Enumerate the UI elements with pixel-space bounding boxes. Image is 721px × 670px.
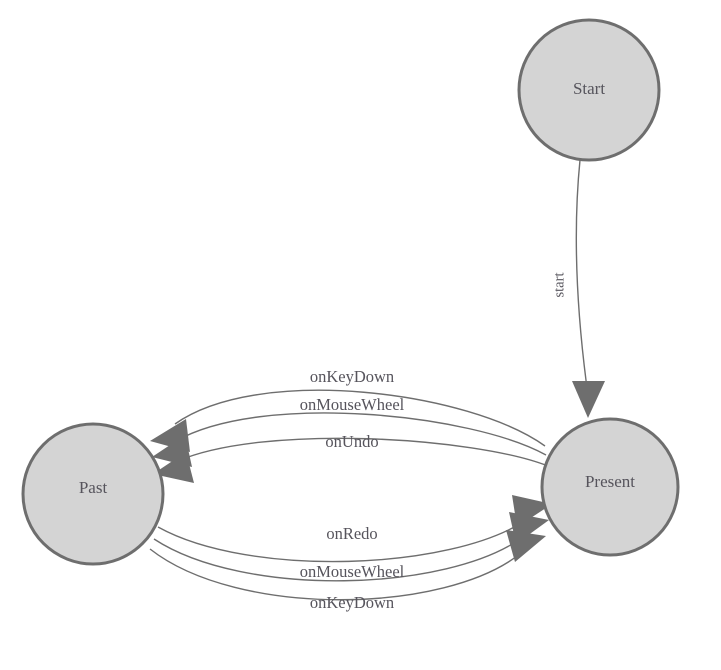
edge-start-to-present-label: start	[551, 273, 567, 298]
edge-past-to-present-onkeydown[interactable]: onKeyDown	[149, 530, 546, 612]
edge-past-to-present-onredo-path	[157, 519, 527, 563]
edge-past-to-present-onredo-label: onRedo	[326, 524, 377, 543]
edge-start-to-present[interactable]: start	[551, 159, 605, 418]
edge-past-to-present-onkeydown-arrowhead	[506, 530, 546, 562]
edge-past-to-present-onkeydown-path	[149, 548, 522, 601]
edge-past-to-present-onmousewheel-path	[153, 536, 524, 582]
edge-present-to-past-onkeydown[interactable]: onKeyDown	[150, 367, 546, 452]
edge-present-to-past-onundo-path	[177, 437, 549, 467]
edge-present-to-past-onmousewheel-label: onMouseWheel	[300, 395, 405, 414]
edge-present-to-past-onundo-arrowhead	[153, 452, 194, 483]
edge-present-to-past-onkeydown-label: onKeyDown	[310, 367, 394, 386]
edge-present-to-past-onkeydown-path	[174, 389, 546, 447]
node-present[interactable]: Present	[540, 417, 680, 557]
edge-present-to-past-onundo-label: onUndo	[325, 432, 378, 451]
node-past[interactable]: Past	[21, 422, 165, 566]
edge-past-to-present-onredo[interactable]: onRedo	[157, 495, 552, 563]
edge-start-to-present-path	[575, 159, 588, 389]
node-start[interactable]: Start	[517, 18, 661, 162]
edge-present-to-past-onmousewheel-path	[175, 412, 547, 456]
edge-start-to-present-arrowhead	[572, 381, 605, 418]
edge-past-to-present-onkeydown-label: onKeyDown	[310, 593, 394, 612]
node-start-circle	[517, 18, 661, 162]
node-present-circle	[540, 417, 680, 557]
edge-present-to-past-onundo[interactable]: onUndo	[153, 432, 549, 483]
node-past-circle	[21, 422, 165, 566]
edge-past-to-present-onmousewheel[interactable]: onMouseWheel	[153, 512, 549, 582]
